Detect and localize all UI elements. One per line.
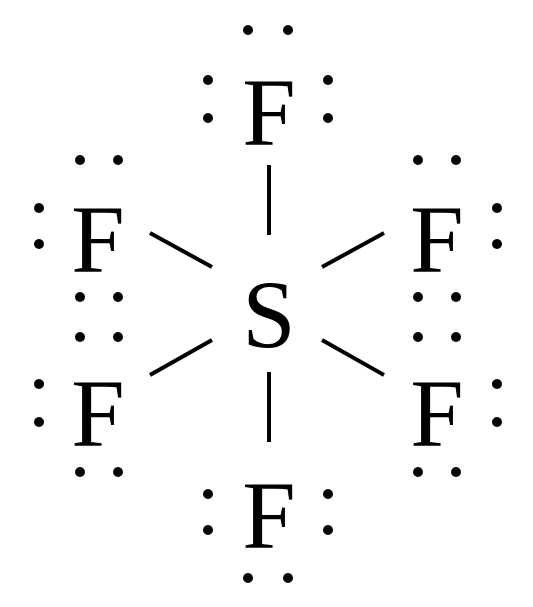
atom-label-f5: F: [410, 360, 463, 467]
lone-pair-dot: [492, 417, 502, 427]
lone-pair-dot: [323, 75, 333, 85]
lone-pair-dot: [323, 489, 333, 499]
lone-pair-dot: [75, 155, 85, 165]
atom-label-f1: F: [242, 59, 295, 166]
atom-fluorine-top: F: [203, 25, 333, 166]
bond-s-f4: [149, 338, 213, 377]
lone-pair-dot: [34, 203, 44, 213]
lone-pair-dot: [34, 239, 44, 249]
lone-pair-dot: [203, 489, 213, 499]
lone-pairs-f6: [203, 489, 333, 583]
bonds: [149, 165, 385, 442]
atom-fluorine-lower-left: F: [34, 332, 125, 477]
lone-pairs-f4: [34, 332, 123, 477]
lone-pair-dot: [451, 155, 461, 165]
lone-pair-dot: [113, 292, 123, 302]
bond-s-f2: [149, 231, 213, 269]
lone-pair-dot: [203, 113, 213, 123]
lone-pair-dot: [413, 155, 423, 165]
lone-pair-dot: [323, 525, 333, 535]
lone-pairs-f3: [413, 155, 502, 302]
lone-pair-dot: [34, 379, 44, 389]
bond-s-f3: [321, 231, 385, 269]
atom-label-f6: F: [242, 462, 295, 569]
lone-pair-dot: [413, 292, 423, 302]
lone-pair-dot: [413, 467, 423, 477]
lone-pair-dot: [451, 467, 461, 477]
lone-pair-dot: [113, 155, 123, 165]
atom-fluorine-upper-left: F: [34, 155, 125, 302]
lone-pair-dot: [75, 332, 85, 342]
lone-pair-dot: [323, 113, 333, 123]
lone-pairs-f1: [203, 25, 333, 123]
lone-pair-dot: [492, 203, 502, 213]
lone-pair-dot: [451, 292, 461, 302]
atom-label-f4: F: [71, 360, 124, 467]
lone-pair-dot: [75, 467, 85, 477]
lone-pair-dot: [243, 25, 253, 35]
atom-sulfur: S: [242, 261, 295, 368]
lone-pair-dot: [203, 525, 213, 535]
lone-pair-dot: [203, 75, 213, 85]
lone-pair-dot: [283, 25, 293, 35]
lone-pairs-f2: [34, 155, 123, 302]
lone-pair-dot: [283, 573, 293, 583]
lone-pair-dot: [34, 417, 44, 427]
lone-pairs-f5: [413, 332, 502, 477]
atom-label-f2: F: [71, 186, 124, 293]
lone-pair-dot: [75, 292, 85, 302]
lone-pair-dot: [492, 379, 502, 389]
atom-fluorine-bottom: F: [203, 462, 333, 583]
lone-pair-dot: [413, 332, 423, 342]
lone-pair-dot: [113, 467, 123, 477]
atom-fluorine-lower-right: F: [410, 332, 502, 477]
lone-pair-dot: [451, 332, 461, 342]
bond-s-f5: [321, 338, 385, 377]
lone-pair-dot: [243, 573, 253, 583]
lone-pair-dot: [113, 332, 123, 342]
atom-fluorine-upper-right: F: [410, 155, 502, 302]
atom-label-f3: F: [410, 186, 463, 293]
lone-pair-dot: [492, 239, 502, 249]
